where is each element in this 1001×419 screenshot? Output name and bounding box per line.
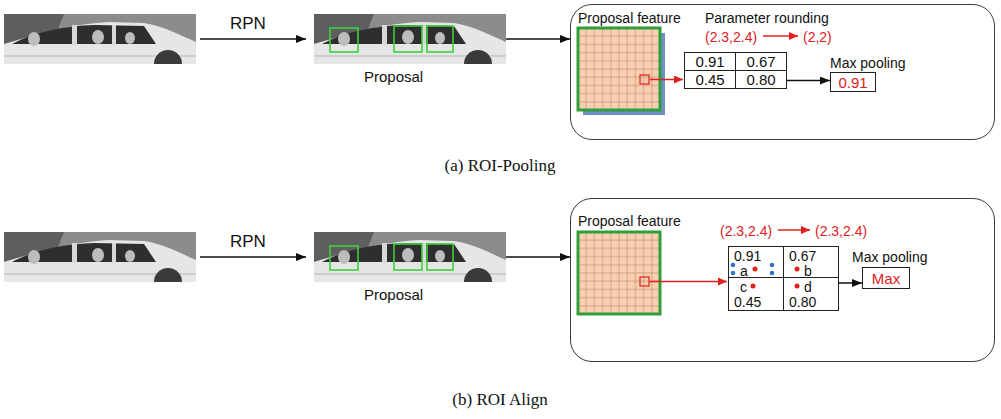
- proposal-box: [394, 244, 422, 270]
- table-cell: 0.67b: [783, 246, 839, 280]
- cell-text: 0.91: [734, 248, 761, 264]
- sample-point: [731, 263, 736, 268]
- table-cell: 0.45: [684, 70, 736, 89]
- proposal-box: [427, 244, 453, 270]
- output-box: Max: [862, 267, 910, 289]
- rpn-arrow: [200, 256, 306, 258]
- pooling-panel: Proposal feature Parameter roundingMax po…: [570, 4, 995, 140]
- bin-centers: [751, 267, 800, 289]
- rpn-label: RPN: [230, 232, 266, 251]
- car-photo: [314, 14, 506, 64]
- image-caption: Proposal: [364, 286, 423, 303]
- rpn-arrow: [200, 38, 306, 40]
- panel-text: Parameter rounding: [705, 10, 829, 26]
- proposal-image: Proposal: [314, 14, 506, 64]
- sample-cell: [640, 277, 649, 286]
- panel-text: Proposal feature: [578, 213, 681, 229]
- table-cell: 0.91: [684, 52, 736, 71]
- proposal-boxes: [330, 244, 453, 270]
- feature-grid: [578, 232, 660, 314]
- panel-text: Proposal feature: [578, 10, 681, 26]
- flow-arrow: [506, 38, 570, 40]
- cell-text: 0.80: [789, 294, 816, 310]
- bin-center: [753, 267, 758, 272]
- bin-center: [795, 267, 800, 272]
- cell-text: 0.67: [789, 248, 816, 264]
- table-cell: 0.67: [735, 52, 787, 71]
- proposal-box: [330, 246, 358, 270]
- coordinate-label: (2.3,2.4): [815, 223, 867, 239]
- subfigure-caption: (a) ROI-Pooling: [445, 156, 556, 175]
- bin-center: [795, 284, 800, 289]
- sample-cell: [640, 75, 649, 84]
- rpn-label: RPN: [230, 14, 266, 33]
- flow-arrow: [506, 256, 570, 258]
- coordinate-label: (2,2): [803, 29, 832, 45]
- proposal-boxes: [330, 26, 453, 52]
- table-cell: d0.80: [783, 277, 839, 311]
- cell-text: d: [804, 279, 812, 295]
- flow-arrow: [839, 282, 862, 284]
- panel-text: Max pooling: [830, 55, 906, 71]
- coordinate-label: (2.3,2.4): [705, 29, 757, 45]
- car-photo: [4, 232, 196, 282]
- align-panel: Proposal featureMax pooling0.91a0.67bc0.…: [570, 198, 995, 362]
- rounding-arrow: [763, 35, 798, 37]
- cell-text: c: [740, 279, 747, 295]
- proposal-box: [427, 26, 453, 52]
- car-photo: [314, 232, 506, 282]
- sample-point: [770, 263, 775, 268]
- output-value: 0.91: [838, 75, 867, 90]
- cell-value: 0.80: [746, 72, 775, 87]
- cell-text: b: [804, 263, 812, 279]
- bin-center: [751, 284, 756, 289]
- cell-value: 0.67: [746, 54, 775, 69]
- cell-value: 0.45: [695, 72, 724, 87]
- table-cell: 0.80: [735, 70, 787, 89]
- zoom-arrow: [650, 281, 727, 283]
- feature-grid: [578, 28, 660, 110]
- feature-border: [578, 232, 660, 314]
- output-box: 0.91: [830, 72, 876, 92]
- coordinate-label: (2.3,2.4): [720, 223, 772, 239]
- sample-point: [770, 271, 775, 276]
- subfigure-caption: (b) ROI Align: [452, 390, 547, 409]
- table-cell: 0.91a: [728, 246, 784, 280]
- proposal-image: Proposal: [314, 232, 506, 282]
- table-cell: c0.45: [728, 277, 784, 311]
- image-caption: Proposal: [364, 68, 423, 85]
- zoom-arrow: [650, 79, 683, 81]
- sample-point: [731, 271, 736, 276]
- car-photo: [4, 14, 196, 64]
- flow-arrow: [787, 80, 830, 82]
- cell-value: 0.91: [695, 54, 724, 69]
- grid-points: [731, 263, 775, 276]
- panel-text: Max pooling: [852, 249, 928, 265]
- cell-text: a: [740, 263, 748, 279]
- align-arrow: [778, 229, 810, 231]
- output-value: Max: [872, 271, 900, 286]
- proposal-box: [394, 26, 422, 52]
- proposal-box: [330, 28, 358, 52]
- feature-border: [578, 28, 660, 110]
- cell-text: 0.45: [734, 294, 761, 310]
